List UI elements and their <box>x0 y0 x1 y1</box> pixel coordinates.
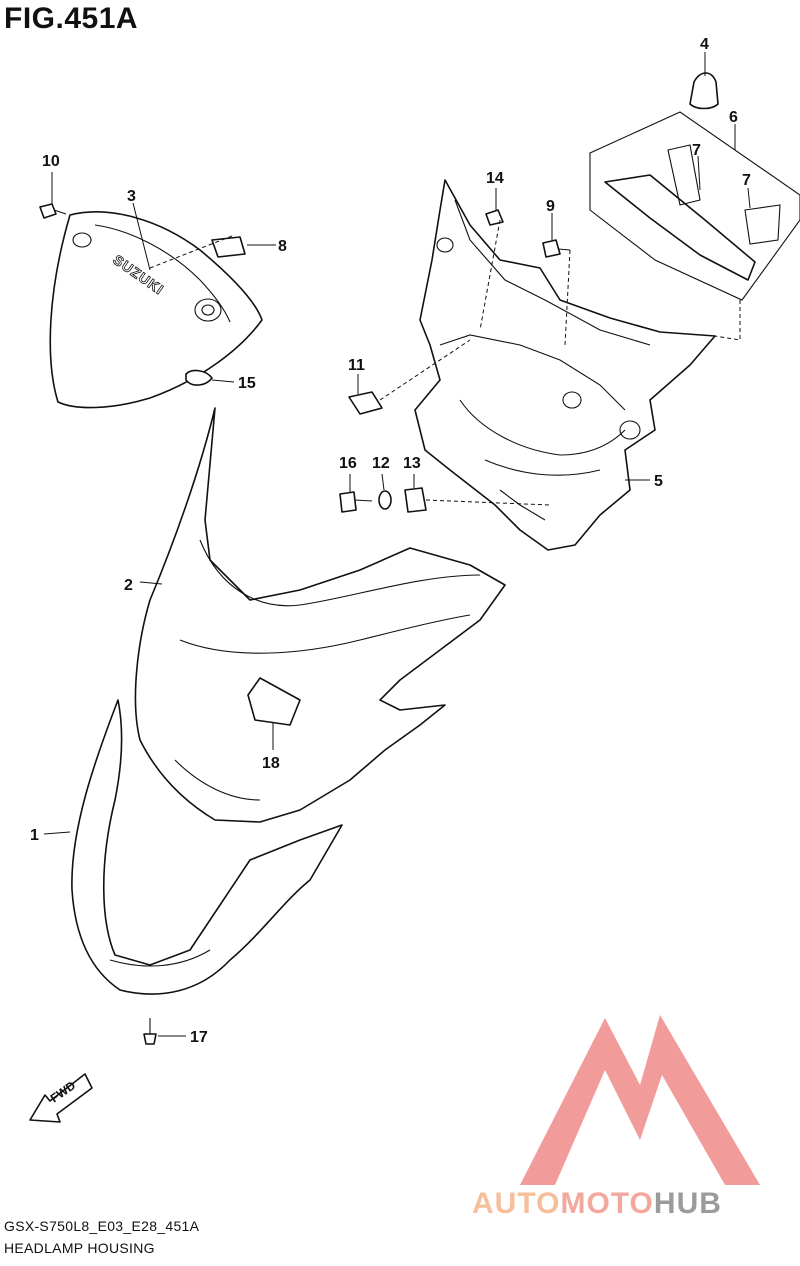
watermark-moto: MOTO <box>560 1187 653 1220</box>
callout-14: 14 <box>486 170 504 187</box>
front-cowl-upper-part <box>134 407 506 823</box>
callout-18: 18 <box>262 755 280 772</box>
watermark-auto: AUTO <box>472 1187 560 1220</box>
sticker-part-8 <box>211 236 246 258</box>
watermark-logo-mark <box>520 1015 760 1185</box>
callout-5: 5 <box>654 473 663 490</box>
callout-10: 10 <box>42 153 60 170</box>
screw-part-17 <box>143 1018 157 1045</box>
callout-3: 3 <box>127 188 136 205</box>
callout-11: 11 <box>348 357 365 374</box>
callout-7a: 7 <box>692 142 701 159</box>
footer-figure-name: HEADLAMP HOUSING <box>4 1240 155 1256</box>
callout-17: 17 <box>190 1029 208 1046</box>
nut-part-11 <box>348 391 383 415</box>
watermark-hub: HUB <box>654 1187 722 1220</box>
callout-15: 15 <box>238 375 256 392</box>
callout-2: 2 <box>124 577 133 594</box>
figure-title: FIG.451A <box>4 2 139 35</box>
forward-direction-arrow: FWD <box>29 1073 93 1123</box>
callout-6: 6 <box>729 109 738 126</box>
watermark-text: AUTOMOTOHUB <box>472 1187 722 1220</box>
footer-figure-code: GSX-S750L8_E03_E28_451A <box>4 1218 200 1234</box>
headlamp-bracket-part <box>414 179 716 551</box>
grommet-part-4 <box>689 72 719 110</box>
front-cowl-lower-part <box>71 699 343 995</box>
callout-numbers: 1 2 3 4 5 6 7 7 8 9 10 11 12 13 14 15 16… <box>30 36 751 1046</box>
bolt-part-9 <box>542 239 571 258</box>
callout-12: 12 <box>372 455 390 472</box>
callout-8: 8 <box>278 238 287 255</box>
callout-4: 4 <box>700 36 709 53</box>
callout-13: 13 <box>403 455 421 472</box>
automotohub-watermark: AUTOMOTOHUB <box>472 1015 760 1220</box>
callout-1: 1 <box>30 827 39 844</box>
callout-9: 9 <box>546 198 555 215</box>
clip-part-14 <box>485 209 504 226</box>
callout-16: 16 <box>339 455 357 472</box>
callout-7b: 7 <box>742 172 751 189</box>
washer-part-12 <box>378 490 392 510</box>
bolt-part-16 <box>339 491 373 513</box>
grommet-part-13 <box>404 487 427 513</box>
meter-cover-part: SUZUKI <box>49 211 263 409</box>
screw-part-10 <box>39 203 67 219</box>
leader-lines <box>43 52 751 1037</box>
brace-assembly-part-6 <box>589 111 800 301</box>
clip-part-15 <box>185 369 213 386</box>
